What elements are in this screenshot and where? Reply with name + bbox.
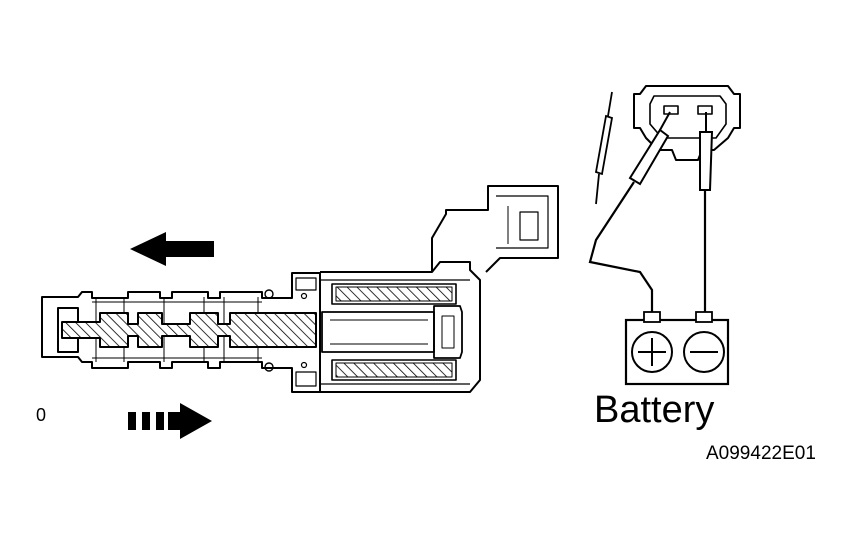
arrow-right-dashed-icon bbox=[128, 403, 212, 439]
arrow-left-solid-icon bbox=[130, 232, 214, 266]
probe-negative bbox=[699, 112, 714, 312]
solenoid-plunger bbox=[321, 305, 463, 359]
test-lead bbox=[594, 91, 614, 205]
zero-mark: 0 bbox=[36, 405, 47, 425]
plus-terminal-icon bbox=[631, 331, 673, 373]
probe-positive bbox=[588, 111, 671, 312]
solenoid-housing bbox=[320, 185, 559, 393]
valve-spool bbox=[61, 312, 317, 348]
minus-terminal-icon bbox=[683, 331, 725, 373]
solenoid-coil-upper bbox=[331, 283, 457, 305]
valve-assembly bbox=[41, 185, 559, 393]
solenoid-coil-lower bbox=[331, 359, 457, 381]
figure-id: A099422E01 bbox=[706, 443, 816, 464]
battery-label: Battery bbox=[594, 389, 715, 431]
battery bbox=[624, 311, 730, 386]
